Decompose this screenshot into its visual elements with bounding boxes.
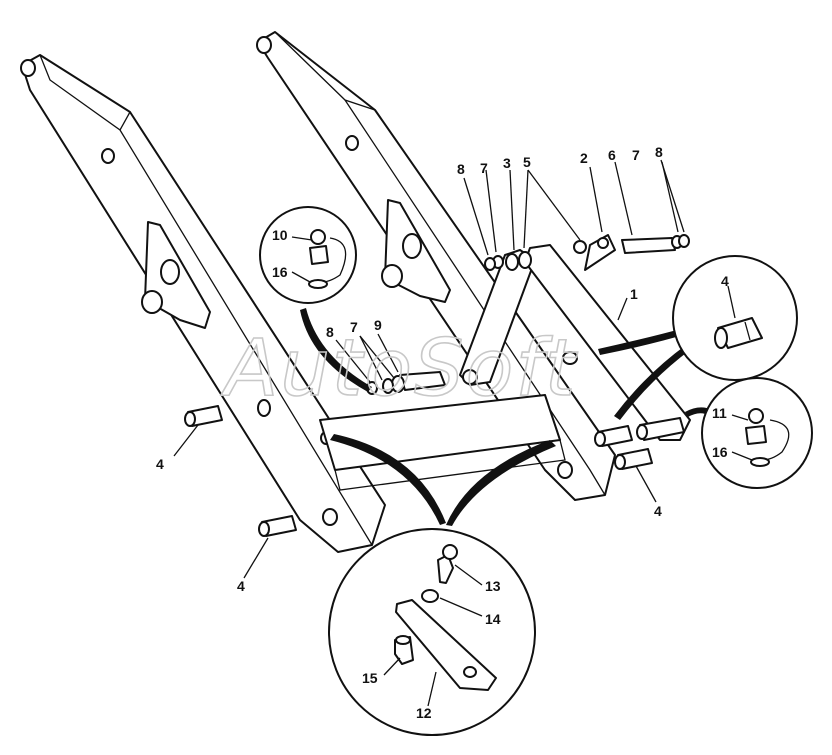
callout-7-top: 7: [480, 160, 488, 176]
callout-16-left: 16: [272, 264, 288, 280]
left-boom-arm: [20, 54, 386, 553]
callout-2: 2: [580, 150, 588, 166]
callout-4-detail: 4: [721, 273, 729, 289]
detail-circle-bushing: [672, 255, 798, 381]
callout-4-bottom: 4: [237, 578, 245, 594]
callout-9: 9: [374, 317, 382, 333]
callout-5: 5: [523, 154, 531, 170]
linkage-assembly: [366, 234, 691, 441]
callout-8-lower: 8: [326, 324, 334, 340]
detail-circle-lock-plate: [328, 528, 536, 736]
callout-11: 11: [712, 405, 727, 421]
callout-leaders: [173, 159, 753, 707]
callout-12: 12: [416, 705, 432, 721]
detail-circle-grease-fitting-left: [259, 206, 357, 304]
callout-7-lower: 7: [350, 319, 358, 335]
callout-13: 13: [485, 578, 501, 594]
callout-16-right: 16: [712, 444, 728, 460]
callout-10: 10: [272, 227, 288, 243]
bushing-parts: [184, 405, 685, 537]
right-boom-arm: [256, 31, 616, 501]
callout-1: 1: [630, 286, 638, 302]
callout-8-right: 8: [655, 144, 663, 160]
callout-4-right: 4: [654, 503, 662, 519]
callout-3: 3: [503, 155, 511, 171]
callout-8-top: 8: [457, 161, 465, 177]
callout-6: 6: [608, 147, 616, 163]
callout-4-left: 4: [156, 456, 164, 472]
callout-15: 15: [362, 670, 378, 686]
detail-leader-bands: [300, 308, 712, 526]
callout-7-right: 7: [632, 147, 640, 163]
callout-numbers: 1 2 3 4 4 4 4 5 6 7 7 7 8 8 8 9 10 11 12…: [156, 144, 729, 721]
watermark-text: AutoSoft: [220, 324, 578, 414]
callout-14: 14: [485, 611, 501, 627]
detail-circle-grease-fitting-right: [701, 377, 813, 489]
